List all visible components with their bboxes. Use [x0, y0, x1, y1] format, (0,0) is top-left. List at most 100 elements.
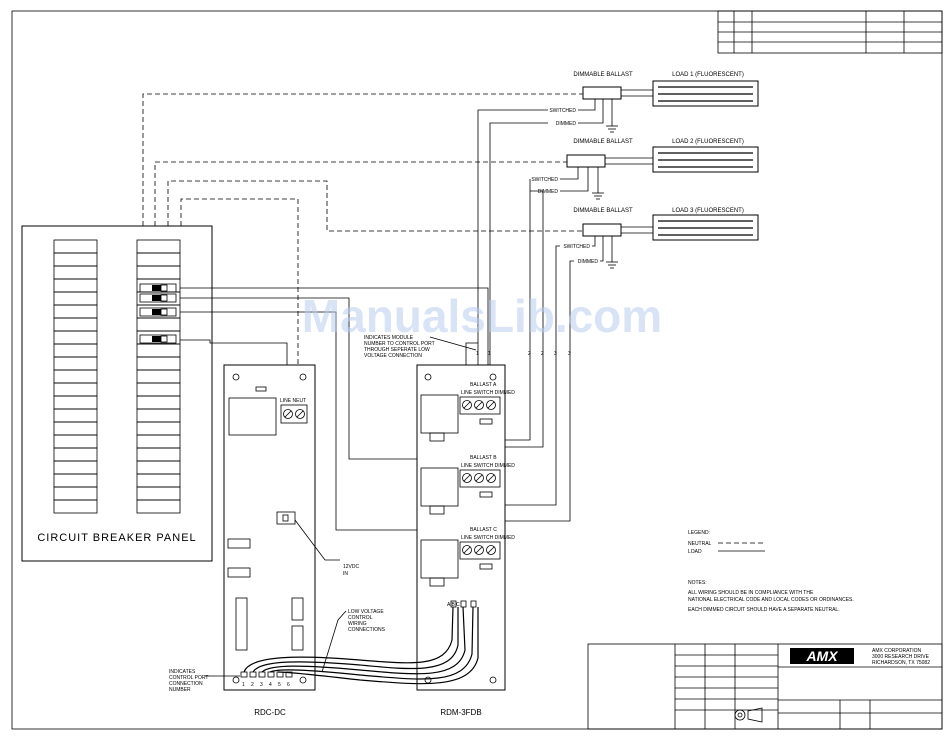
module-note: INDICATES MODULE NUMBER TO CONTROL PORT … [364, 335, 477, 359]
rdm-label: RDM-3FDB [440, 708, 481, 717]
load-3-label: LOAD 3 (FLUORESCENT) [672, 208, 744, 214]
legend: LEGEND: NEUTRAL LOAD [688, 530, 765, 555]
control-port-number: 1 [242, 682, 245, 688]
ballast-section-2: BALLAST B LINE SWITCH DIMMED [420, 455, 515, 515]
wire-number-1b: 1 [488, 351, 491, 357]
load-2-switched: SWITCHED [531, 177, 558, 183]
watermark: ManualsLib.com [302, 290, 662, 342]
control-port-number: 3 [260, 682, 263, 688]
notes-line: ALL WIRING SHOULD BE IN COMPLIANCE WITH … [688, 590, 814, 596]
rdm-port-letters: A B C [447, 602, 460, 608]
control-port-number: 4 [269, 682, 272, 688]
load-1-label: LOAD 1 (FLUORESCENT) [672, 72, 744, 78]
terminal-screw [486, 473, 496, 483]
breaker-slot [53, 499, 98, 514]
ballast-section-1: BALLAST A LINE SWITCH DIMMED [420, 382, 515, 442]
notes-title: NOTES: [688, 580, 707, 586]
port-note-line: INDICATES [169, 669, 196, 675]
lv-note-line: LOW VOLTAGE [348, 609, 384, 615]
terminal-screw [474, 473, 484, 483]
ballast-terminals: LINE SWITCH DIMMED [461, 390, 515, 396]
company-line: RICHARDSON, TX 75082 [872, 660, 930, 666]
rdc-power-label-2: IN [343, 571, 348, 577]
amx-logo-bg [790, 648, 854, 664]
module-note-line: INDICATES MODULE [364, 335, 414, 341]
terminal-screw [486, 400, 496, 410]
wire-number-2b: 2 [541, 351, 544, 357]
load-2-label: LOAD 2 (FLUORESCENT) [672, 139, 744, 145]
low-voltage-note: LOW VOLTAGE CONTROL WIRING CONNECTIONS [321, 609, 386, 673]
terminal-screw [486, 545, 496, 555]
breaker-switch [139, 334, 177, 344]
company-line: AMX CORPORATION [872, 648, 921, 654]
ballast-section-3: BALLAST C LINE SWITCH DIMMED [420, 527, 515, 587]
legend-load: LOAD [688, 549, 702, 555]
control-port-number: 6 [287, 682, 290, 688]
load-assembly-1: DIMMABLE BALLAST LOAD 1 (FLUORESCENT) SW… [549, 72, 759, 133]
wire-number-3b: 3 [568, 351, 571, 357]
module-note-line: VOLTAGE CONNECTION [364, 353, 422, 359]
load-2-dimmed: DIMMED [538, 189, 559, 195]
ballast-terminals: LINE SWITCH DIMMED [461, 463, 515, 469]
revision-block [717, 10, 943, 54]
control-port-number: 2 [251, 682, 254, 688]
lv-note-line: CONTROL [348, 615, 373, 621]
ballast-terminals: LINE SWITCH DIMMED [461, 535, 515, 541]
control-port-number: 5 [278, 682, 281, 688]
load-1-dimmed: DIMMED [556, 121, 577, 127]
notes-line: NATIONAL ELECTRICAL CODE AND LOCAL CODES… [688, 597, 854, 603]
ballast-title: BALLAST C [470, 527, 497, 533]
wire-number-1a: 1 [476, 351, 479, 357]
low-voltage-cables [243, 606, 479, 685]
rdc-label: RDC-DC [254, 708, 286, 717]
load-3-switched: SWITCHED [563, 244, 590, 250]
projection-symbol [734, 709, 746, 721]
breaker-switch [139, 293, 177, 303]
ballast-3-label: DIMMABLE BALLAST [573, 208, 633, 214]
control-port [285, 671, 293, 678]
ballast-2-label: DIMMABLE BALLAST [573, 139, 633, 145]
load-wires [180, 287, 489, 531]
breaker-slot [136, 499, 181, 514]
notes-line: EACH DIMMED CIRCUIT SHOULD HAVE A SEPARA… [688, 607, 840, 613]
lv-note-line: CONNECTIONS [348, 627, 386, 633]
panel-label: CIRCUIT BREAKER PANEL [37, 532, 196, 544]
port-note: INDICATES CONTROL PORT CONNECTION NUMBER [169, 669, 240, 693]
legend-title: LEGEND: [688, 530, 710, 536]
terminal-screw [462, 545, 472, 555]
lv-note-line: WIRING [348, 621, 367, 627]
terminal-screw [462, 473, 472, 483]
load-assembly-2: DIMMABLE BALLAST LOAD 2 (FLUORESCENT) SW… [531, 139, 759, 200]
load-assembly-3: DIMMABLE BALLAST LOAD 3 (FLUORESCENT) SW… [563, 208, 759, 269]
load-1-switched: SWITCHED [549, 108, 576, 114]
port-note-line: NUMBER [169, 687, 191, 693]
amx-logo: AMX [805, 648, 839, 664]
breaker-switch [139, 283, 177, 293]
rdc-power-label-1: 12VDC [343, 564, 360, 570]
breaker-column-left [53, 239, 98, 514]
ballast-title: BALLAST A [470, 382, 497, 388]
wire-number-3a: 3 [554, 351, 557, 357]
notes: NOTES: ALL WIRING SHOULD BE IN COMPLIANC… [688, 580, 854, 613]
module-note-line: NUMBER TO CONTROL PORT [364, 341, 435, 347]
breaker-switch [139, 307, 177, 317]
load-3-dimmed: DIMMED [578, 259, 599, 265]
terminal-screw [462, 400, 472, 410]
drawing-frame [11, 10, 943, 730]
wire-number-2a: 2 [528, 351, 531, 357]
ballast-title: BALLAST B [470, 455, 497, 461]
circuit-breaker-panel: CIRCUIT BREAKER PANEL [21, 225, 213, 562]
port-note-line: CONNECTION [169, 681, 203, 687]
title-block: AMX AMX CORPORATION 3000 RESEARCH DRIVE … [587, 643, 943, 730]
terminal-screw [474, 400, 484, 410]
legend-neutral: NEUTRAL [688, 541, 712, 547]
terminal-screw [474, 545, 484, 555]
rdm-3fdb-module: BALLAST A LINE SWITCH DIMMED BALLAST B LINE… [416, 364, 515, 717]
rdm-ballast-sections: BALLAST A LINE SWITCH DIMMED BALLAST B LINE… [420, 382, 515, 587]
company-line: 3000 RESEARCH DRIVE [872, 654, 930, 660]
port-note-line: CONTROL PORT [169, 675, 208, 681]
breaker-column-right [136, 239, 181, 514]
neutral-wires [142, 93, 583, 395]
